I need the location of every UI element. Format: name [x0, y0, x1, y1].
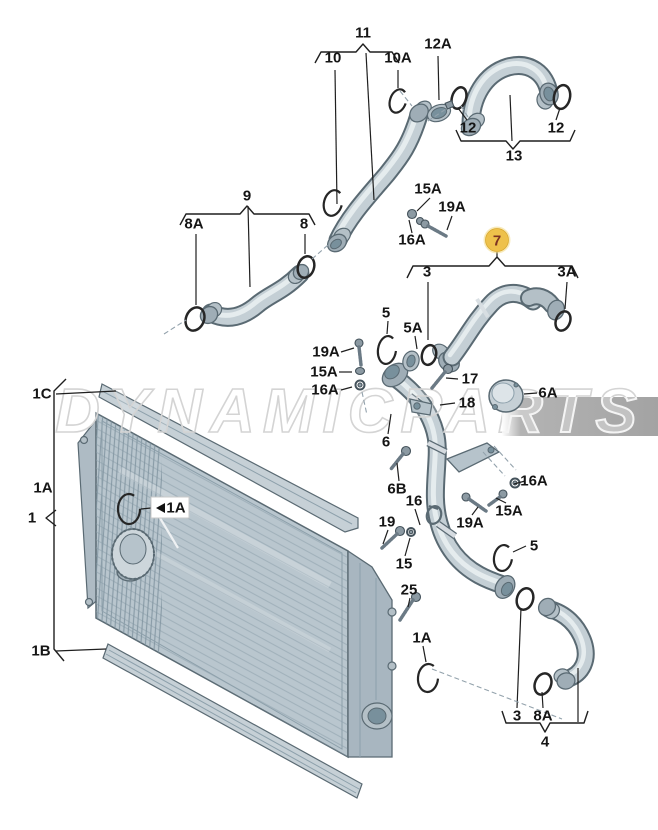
clip-1a-bottom: [416, 662, 440, 694]
fastener-set-19-15-16: [380, 505, 443, 550]
part-label-12: 12: [460, 120, 477, 137]
part-label-3: 3: [423, 264, 431, 281]
part-label-1c: 1C: [32, 386, 51, 403]
left-tank: [77, 418, 101, 610]
part-label-12: 12: [548, 120, 565, 137]
part-label-1a: 1A: [412, 630, 431, 647]
highlight-badge[interactable]: 7: [483, 226, 511, 254]
snap-ring-left: [322, 189, 344, 217]
part-label-1b: 1B: [31, 643, 50, 660]
assembly-axis-lines: [163, 90, 563, 720]
clip-1a-radiator: [116, 492, 142, 526]
o-ring-8a: [184, 306, 206, 332]
retainer-18: [409, 398, 433, 416]
part-label-8: 8: [300, 216, 308, 233]
cap-6a: [488, 379, 524, 413]
part-label-10a: 10A: [384, 50, 412, 67]
o-ring-3a: [554, 310, 572, 332]
snap-ring-10a: [388, 88, 408, 114]
part-label-17: 17: [462, 371, 479, 388]
o-ring-mid: [420, 343, 438, 367]
part-label-19a: 19A: [312, 344, 340, 361]
part-label-6: 6: [382, 434, 390, 451]
part-label-1a: 1A: [33, 480, 52, 497]
part-label-5a: 5A: [403, 320, 422, 337]
pipe-bracket-arm: [445, 442, 501, 473]
small-parts: [184, 83, 572, 696]
part-label-3a: 3A: [557, 264, 576, 281]
snap-ring-5-bottom: [492, 543, 514, 573]
snap-ring-5-mid: [376, 334, 398, 366]
part-label-19a: 19A: [456, 515, 484, 532]
part-label-6a: 6A: [538, 385, 557, 402]
part-label-18: 18: [459, 395, 476, 412]
fastener-set-right: [461, 477, 521, 513]
clamp-5a: [402, 350, 420, 372]
part-label-8a: 8A: [533, 708, 552, 725]
bottom-rail-1b: [102, 643, 363, 799]
bracket-4: [501, 710, 589, 733]
part-label-16: 16: [406, 493, 423, 510]
filler-cap: [111, 528, 155, 582]
part-label-9: 9: [243, 188, 251, 205]
o-ring-8: [296, 255, 316, 279]
bolt-17: [430, 363, 454, 390]
part-label-6b: 6B: [387, 481, 406, 498]
part-label-15a: 15A: [495, 503, 523, 520]
part-label-12a: 12A: [424, 36, 452, 53]
group-brackets: [45, 43, 589, 733]
charge-pipe-10: [326, 100, 432, 253]
hose-clamp-band: [475, 297, 490, 319]
part-label-4: 4: [541, 734, 550, 751]
bracket-1: [53, 378, 67, 662]
radiator-assembly: [77, 383, 397, 799]
top-rail-1c: [98, 383, 359, 533]
leader-lines: [55, 52, 579, 722]
part-label-13: 13: [506, 148, 523, 165]
highlight-badge-number: 7: [493, 233, 501, 250]
watermark-text-band: DYNAMICPARTS: [55, 377, 645, 446]
part-label-25: 25: [401, 582, 418, 599]
part-label-15a: 15A: [310, 364, 338, 381]
part-label-11: 11: [355, 25, 371, 42]
bolt-6b: [389, 445, 412, 471]
part-label-5: 5: [530, 538, 538, 555]
bracket-9: [179, 205, 316, 226]
part-label-16a: 16A: [398, 232, 426, 249]
part-label-16a: 16A: [520, 473, 548, 490]
o-ring-8a-bottom: [533, 672, 553, 696]
fastener-set-mid: [354, 338, 366, 391]
part-label-8a: 8A: [184, 216, 203, 233]
part-label-15: 15: [396, 556, 413, 573]
callout-box-label: 1A: [166, 500, 185, 517]
o-ring-12-left: [450, 86, 468, 110]
bolt-25: [398, 591, 422, 622]
o-ring-3-bottom: [515, 587, 535, 611]
watermark-layer: DYNAMICPARTS DYNAMICPARTS: [54, 376, 658, 447]
highlight-badge-circle[interactable]: [485, 228, 509, 252]
hose-9: [199, 263, 310, 327]
fastener-set-top: [406, 208, 448, 238]
callout-arrow-icon: [156, 503, 165, 513]
part-label-1: 1: [28, 510, 36, 527]
clamp-12a: [426, 100, 455, 123]
part-label-5: 5: [382, 305, 390, 322]
part-label-19a: 19A: [438, 199, 466, 216]
elbow-hose-13: [460, 56, 559, 137]
watermark-band: [502, 397, 658, 436]
bracket-13: [455, 129, 576, 150]
part-label-15a: 15A: [414, 181, 442, 198]
bracket-3-3a: [406, 256, 579, 279]
right-tank: [347, 549, 397, 758]
highlighted-hose-7[interactable]: [430, 284, 567, 375]
part-label-19: 19: [379, 514, 396, 531]
bracket-11: [314, 43, 400, 64]
callout-box-1a: 1A: [150, 496, 190, 519]
part-label-3: 3: [513, 708, 521, 725]
part-label-10: 10: [325, 50, 342, 67]
part-label-16a: 16A: [311, 382, 339, 399]
bracket-1-arrow: [45, 509, 57, 527]
